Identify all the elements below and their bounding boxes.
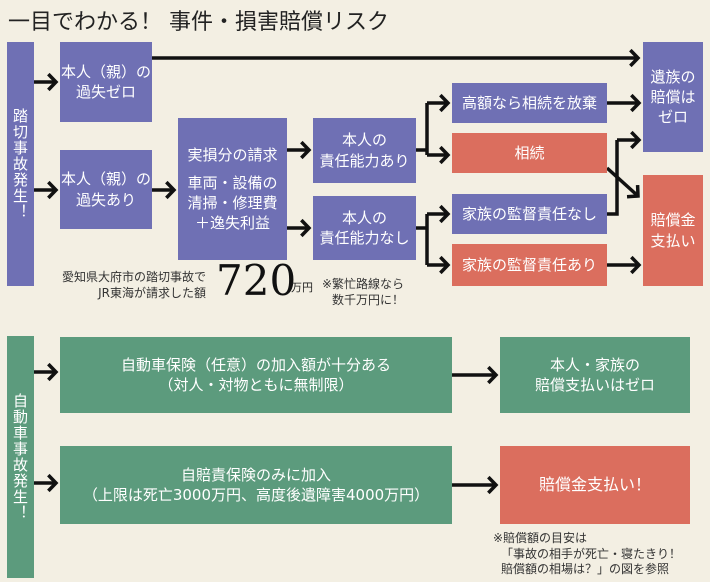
voluntary-insurance-box: 自動車保険（任意）の加入額が十分ある （対人・対物ともに無制限） [60,337,452,413]
label: JR東海が請求した額 [98,285,206,300]
arrowhead-icon [487,365,499,385]
railway-accident-start: 踏切事故発生！ [7,42,34,286]
no-supervision-box: 家族の監督責任なし [452,194,607,234]
label: 賠償支払いはゼロ [534,376,655,394]
arrowhead-icon [439,204,451,224]
bereaved-zero-box: 遺族の賠償はゼロ [643,42,703,152]
arrowhead-icon [439,145,451,165]
arrowhead-icon [47,72,59,92]
arrowhead-icon [630,255,642,275]
label: ＋逸失利益 [194,214,270,233]
arrowhead-icon [439,255,451,275]
branch [607,140,619,216]
arrowhead-icon [47,362,59,382]
label: 本人（親）の [60,170,151,189]
arrowhead-icon [630,93,642,113]
label: 本人（親）の [60,62,151,81]
claim-box: 実損分の請求車両・設備の清掃・修理費 ＋逸失利益 [178,118,287,260]
compulsory-insurance-box: 自賠責保険のみに加入 （上限は死亡3000万円、高度後遺障害4000万円） [60,446,452,524]
page-title: 一目でわかる！ 事件・損害賠償リスク [8,10,389,35]
label: ※賠償額の目安は [493,531,588,545]
arrowhead-icon [47,180,59,200]
reference-note: ※賠償額の目安は「事故の相手が死亡・寝たきり！賠償額の相場は？」の図を参照 [493,531,681,578]
label: ※繁忙路線なら [322,277,405,291]
label: 賠償は [650,87,696,106]
zero-payment-box: 本人・家族の賠償支払いはゼロ [500,337,690,413]
arrowhead-icon [300,218,312,238]
label: 責任能力なし [319,229,410,247]
arrowhead-icon [630,130,642,150]
label: 支払い [650,231,696,250]
label: 自動車保険（任意）の加入額が十分ある [120,355,391,374]
arrow-line [605,166,640,198]
supervision-box: 家族の監督責任あり [452,244,607,286]
label: 過失ゼロ [75,83,136,101]
label: 「事故の相手が死亡・寝たきり！ [501,546,682,561]
amount-unit: 万円 [291,281,313,294]
arrowhead-icon [439,93,451,113]
incapable-box: 本人の責任能力なし [313,196,416,260]
arrowhead-icon [487,475,499,495]
capable-box: 本人の責任能力あり [313,118,416,183]
label: 愛知県大府市の踏切事故で [61,270,206,284]
label: （対人・対物ともに無制限） [158,376,354,394]
label: 車両・設備の [187,173,278,192]
label: 本人の [341,208,387,227]
arrowhead-icon [300,140,312,160]
arrowhead-icon [626,184,640,199]
pay-box: 賠償金支払い [643,175,703,286]
label: 賠償金 [650,211,696,230]
car-accident-start: 自動車事故発生！ [7,336,34,578]
label: ゼロ [657,108,688,127]
label: 過失あり [75,190,136,209]
label: 実損分の請求 [187,145,278,164]
label: 本人の [341,131,387,150]
arrowhead-icon [47,473,59,493]
label: 数千万円に！ [332,292,405,307]
label: （上限は死亡3000万円、高度後遺障害4000万円） [82,486,430,504]
inherit-box: 相続 [452,133,607,173]
arrowhead-icon [165,180,177,200]
label: 自賠責保険のみに加入 [180,465,331,484]
fault-zero-box: 本人（親）の過失ゼロ [60,42,152,122]
car-pay-box: 賠償金支払い！ [500,446,690,524]
label: 清掃・修理費 [187,194,278,212]
label: 本人・家族の [549,355,640,374]
arrowhead-icon [629,48,641,68]
renounce-box: 高額なら相続を放棄 [452,83,607,123]
label: 遺族の [650,67,696,86]
label: 責任能力あり [319,151,410,170]
label: 賠償額の相場は？」の図を参照 [501,562,670,577]
claim-amount: 720 [216,256,297,305]
fault-yes-box: 本人（親）の過失あり [60,150,152,229]
busy-line-note: ※繁忙路線なら数千万円に！ [322,277,404,308]
